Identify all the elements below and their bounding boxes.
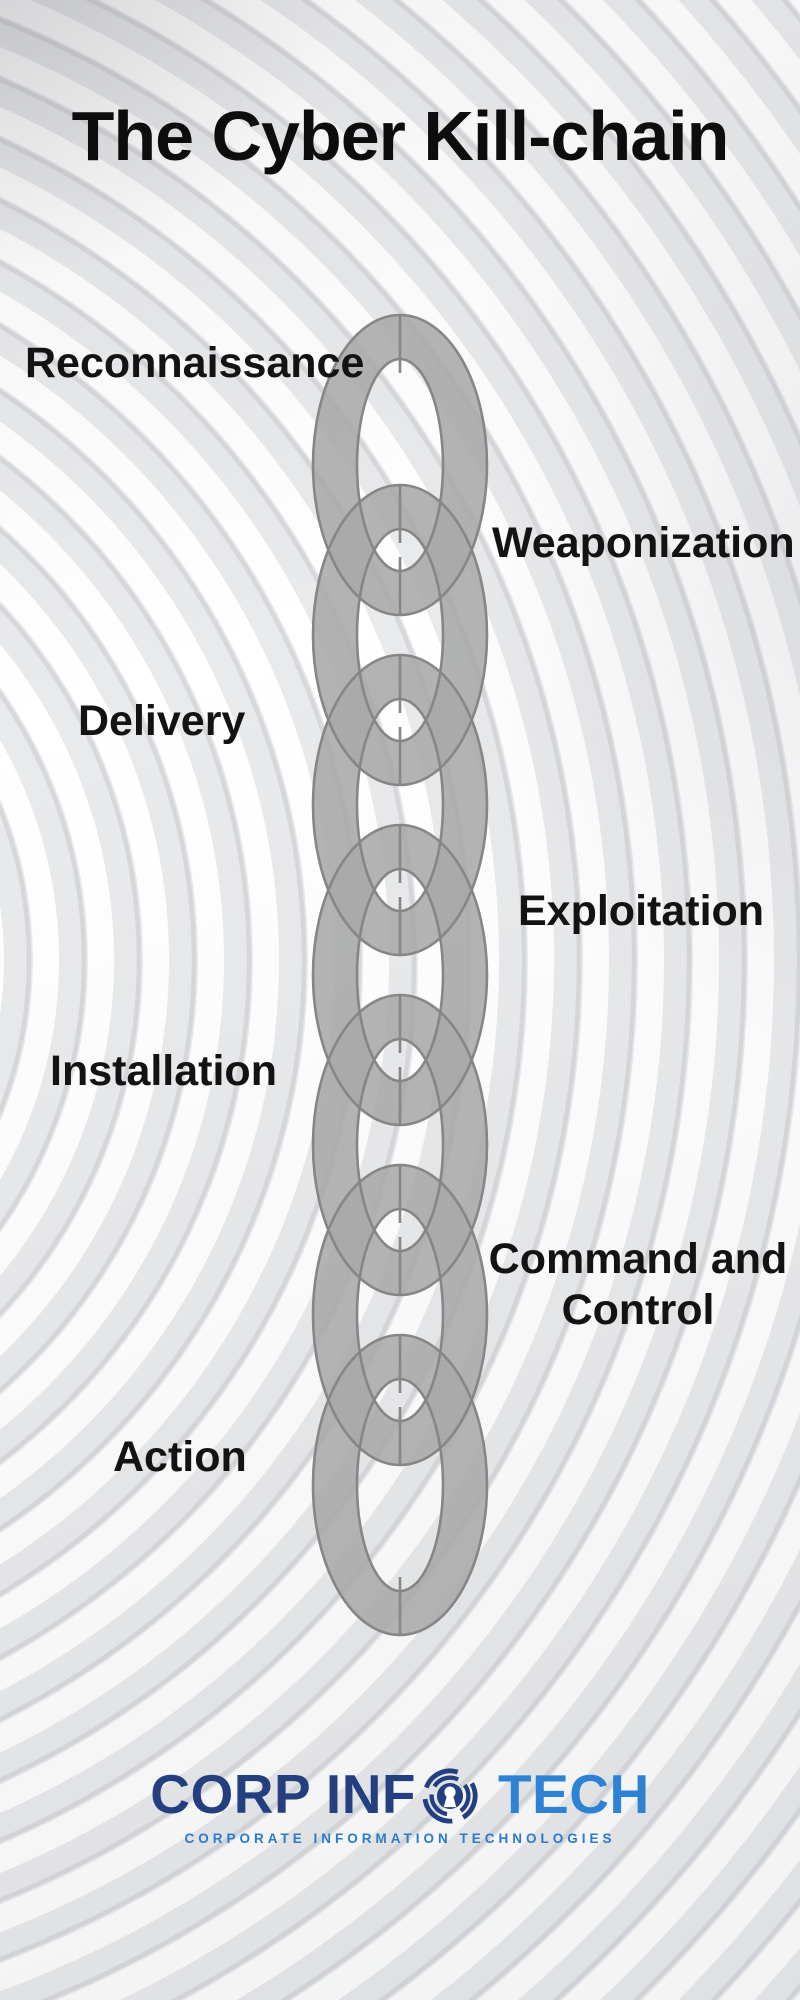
stage-label-command-and-control: Command and Control: [488, 1235, 788, 1334]
stage-label-delivery: Delivery: [78, 697, 246, 745]
stage-label-exploitation: Exploitation: [518, 887, 765, 935]
poster-title: The Cyber Kill-chain: [71, 97, 730, 175]
logo-wordmark: CORP INF TECH: [150, 1762, 650, 1826]
stage-label-reconnaissance: Reconnaissance: [25, 339, 365, 387]
stage-label-weaponization: Weaponization: [492, 519, 795, 567]
stage-label-action: Action: [113, 1433, 247, 1481]
logo-text-corp-inf: CORP INF: [150, 1763, 417, 1825]
logo-tagline: CORPORATE INFORMATION TECHNOLOGIES: [184, 1831, 616, 1846]
keyhole-lock-icon: [422, 1768, 478, 1824]
stage-label-installation: Installation: [50, 1047, 277, 1095]
logo-text-tech: TECH: [498, 1763, 650, 1825]
logo: CORP INF TECH CORPORATE INFORMATION TECH…: [0, 1762, 800, 1846]
